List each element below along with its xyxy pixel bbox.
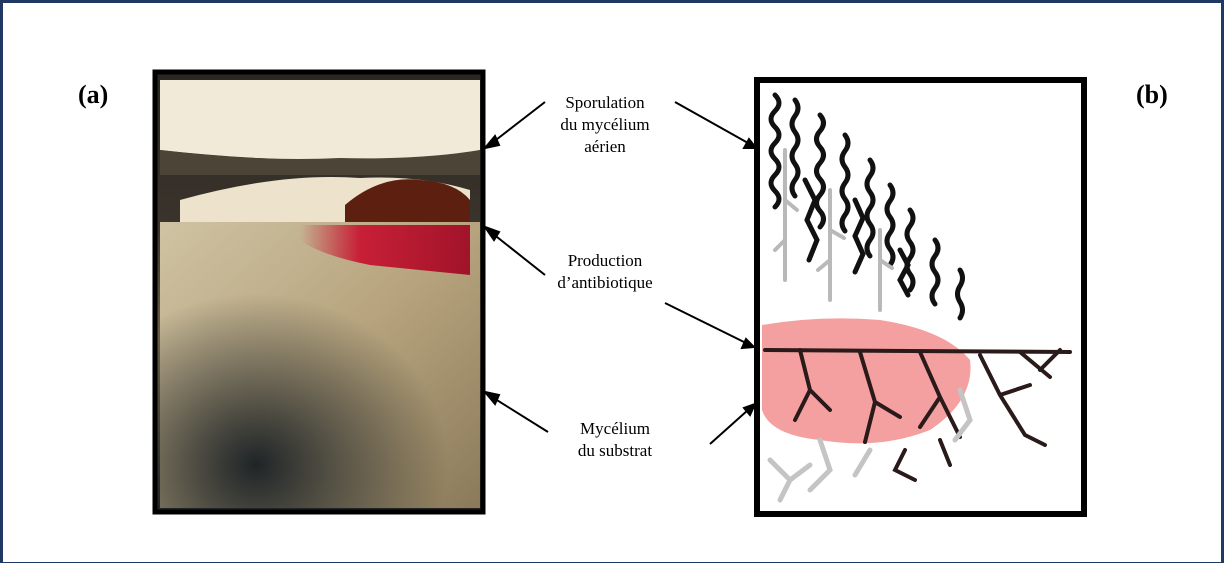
annotation-text: d’antibiotique xyxy=(530,272,680,294)
panel-b-label: (b) xyxy=(1136,80,1168,110)
annotation-text: du substrat xyxy=(540,440,690,462)
annotation-text: Production xyxy=(530,250,680,272)
annotation-substrate: Mycélium du substrat xyxy=(540,418,690,462)
panel-a-photo xyxy=(155,72,483,512)
panel-a-label: (a) xyxy=(78,80,108,110)
annotation-text: aérien xyxy=(530,136,680,158)
panel-b-drawing xyxy=(757,80,1084,514)
annotation-text: du mycélium xyxy=(530,114,680,136)
annotation-text: Sporulation xyxy=(530,92,680,114)
annotation-text: Mycélium xyxy=(540,418,690,440)
annotation-sporulation: Sporulation du mycélium aérien xyxy=(530,92,680,158)
annotation-production: Production d’antibiotique xyxy=(530,250,680,294)
